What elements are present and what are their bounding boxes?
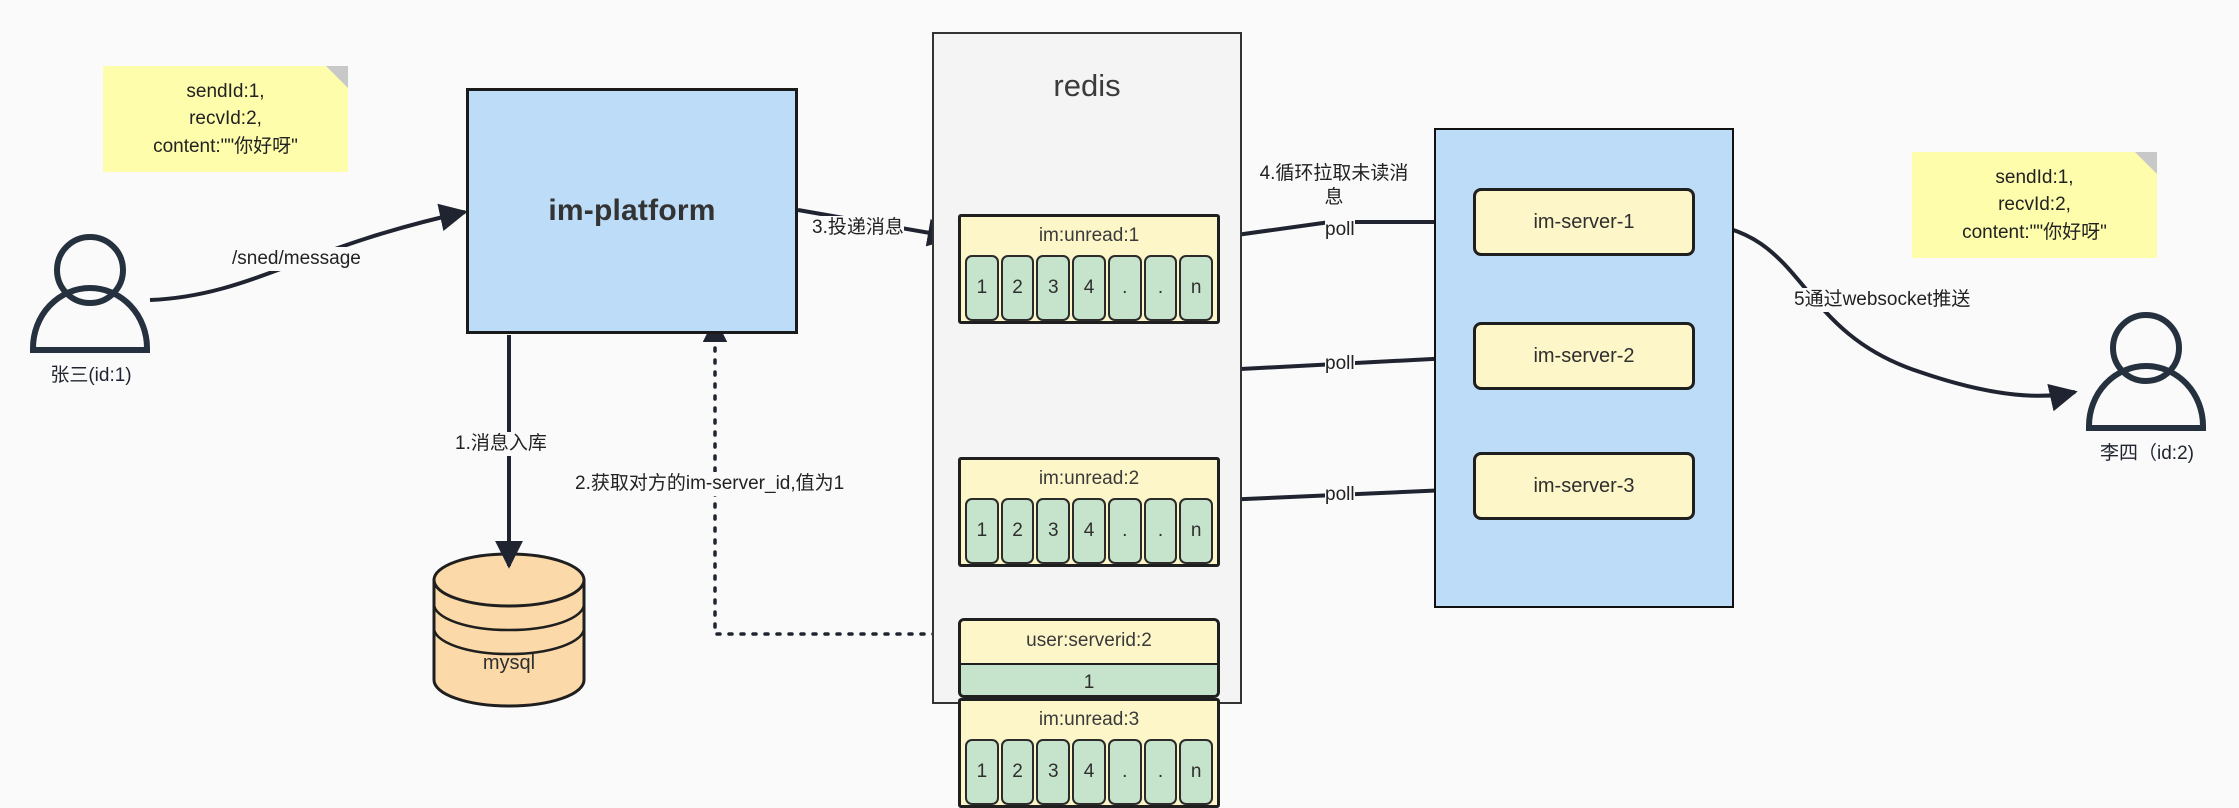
queue-cell[interactable]: . [1143, 739, 1178, 805]
redis-title: redis [1053, 68, 1121, 103]
note-left-line1: sendId:1, [186, 80, 265, 102]
redis-queue-2-cells: 1 2 3 4 . . n [965, 498, 1214, 564]
im-server-1-box[interactable]: im-server-1 [1473, 188, 1695, 256]
redis-kv-key: user:serverid:2 [961, 621, 1217, 665]
im-platform-label: im-platform [548, 194, 716, 227]
redis-queue-im-unread-3[interactable]: im:unread:3 1 2 3 4 . . n [958, 698, 1220, 808]
im-server-2-box[interactable]: im-server-2 [1473, 322, 1695, 390]
edge-label-poll-2: poll [1325, 352, 1355, 376]
queue-cell[interactable]: 2 [1000, 498, 1035, 564]
note-right-line3: content:""你好呀" [1962, 221, 2107, 243]
note-right-line1: sendId:1, [1995, 166, 2074, 188]
edge-label-step4-line2: 息 [1324, 186, 1344, 208]
im-server-2-label: im-server-2 [1533, 344, 1635, 367]
redis-queue-im-unread-1[interactable]: im:unread:1 1 2 3 4 . . n [958, 214, 1220, 324]
edge-label-step1: 1.消息入库 [455, 432, 547, 456]
queue-cell[interactable]: 1 [965, 498, 999, 564]
queue-cell[interactable]: 3 [1036, 498, 1071, 564]
edge-redis-kv-to-platform [702, 317, 962, 636]
queue-cell[interactable]: 4 [1072, 739, 1106, 805]
edge-label-step2: 2.获取对方的im-server_id,值为1 [575, 472, 845, 496]
queue-cell[interactable]: 2 [1000, 739, 1035, 805]
redis-queue-1-key: im:unread:1 [1038, 225, 1140, 246]
im-server-1-label: im-server-1 [1533, 210, 1635, 233]
note-left-line3: content:""你好呀" [153, 135, 298, 157]
edge-label-step3: 3.投递消息 [812, 216, 904, 240]
queue-cell[interactable]: 3 [1036, 739, 1071, 805]
redis-queue-2-key: im:unread:2 [1038, 468, 1140, 489]
mysql-label: mysql [482, 652, 536, 674]
im-server-3-box[interactable]: im-server-3 [1473, 452, 1695, 520]
note-right-line2: recvId:2, [1998, 194, 2071, 216]
queue-cell[interactable]: . [1143, 255, 1178, 321]
note-left-message-payload: sendId:1, recvId:2, content:""你好呀" [103, 66, 348, 172]
queue-cell[interactable]: n [1179, 739, 1214, 805]
redis-container: redis im:unread:1 1 2 3 4 . . n im:unrea… [932, 32, 1242, 808]
redis-queue-im-unread-2[interactable]: im:unread:2 1 2 3 4 . . n [958, 457, 1220, 567]
queue-cell[interactable]: 2 [1000, 255, 1035, 321]
note-left-line2: recvId:2, [189, 108, 262, 130]
queue-cell[interactable]: n [1179, 255, 1214, 321]
queue-cell[interactable]: . [1107, 739, 1142, 805]
sender-caption: 张三(id:1) [50, 365, 132, 386]
edge-label-step4-line1: 4.循环拉取未读消 [1259, 163, 1409, 184]
queue-cell[interactable]: 4 [1072, 255, 1106, 321]
queue-cell[interactable]: 4 [1072, 498, 1106, 564]
note-fold-corner-icon [326, 66, 348, 88]
receiver-caption: 李四（id:2) [2100, 443, 2194, 464]
queue-cell[interactable]: 1 [965, 739, 999, 805]
mysql-database-icon [432, 552, 586, 708]
edge-label-poll-1: poll [1325, 218, 1355, 242]
redis-queue-1-cells: 1 2 3 4 . . n [965, 255, 1214, 321]
receiver-user-icon [2086, 312, 2206, 431]
queue-cell[interactable]: . [1143, 498, 1178, 564]
note-fold-corner-icon-right [2135, 152, 2157, 174]
queue-cell[interactable]: . [1107, 498, 1142, 564]
note-right-message-payload: sendId:1, recvId:2, content:""你好呀" [1912, 152, 2157, 258]
sender-user-icon [30, 234, 150, 353]
redis-queue-3-key: im:unread:3 [1038, 709, 1140, 730]
queue-cell[interactable]: . [1107, 255, 1142, 321]
redis-queue-3-cells: 1 2 3 4 . . n [965, 739, 1214, 805]
edge-server1-to-receiver [1689, 220, 2078, 412]
edge-label-step4: 4.循环拉取未读消 息 [1254, 162, 1414, 210]
redis-kv-user-serverid[interactable]: user:serverid:2 1 [958, 618, 1220, 698]
queue-cell[interactable]: 1 [965, 255, 999, 321]
edge-label-send-message: /sned/message [232, 247, 361, 271]
edge-label-step5: 5通过websocket推送 [1794, 288, 1971, 312]
queue-cell[interactable]: 3 [1036, 255, 1071, 321]
queue-cell[interactable]: n [1179, 498, 1214, 564]
edge-label-poll-3: poll [1325, 483, 1355, 507]
im-platform-box[interactable]: im-platform [466, 88, 798, 334]
redis-kv-value: 1 [961, 665, 1217, 695]
im-server-3-label: im-server-3 [1533, 474, 1635, 497]
